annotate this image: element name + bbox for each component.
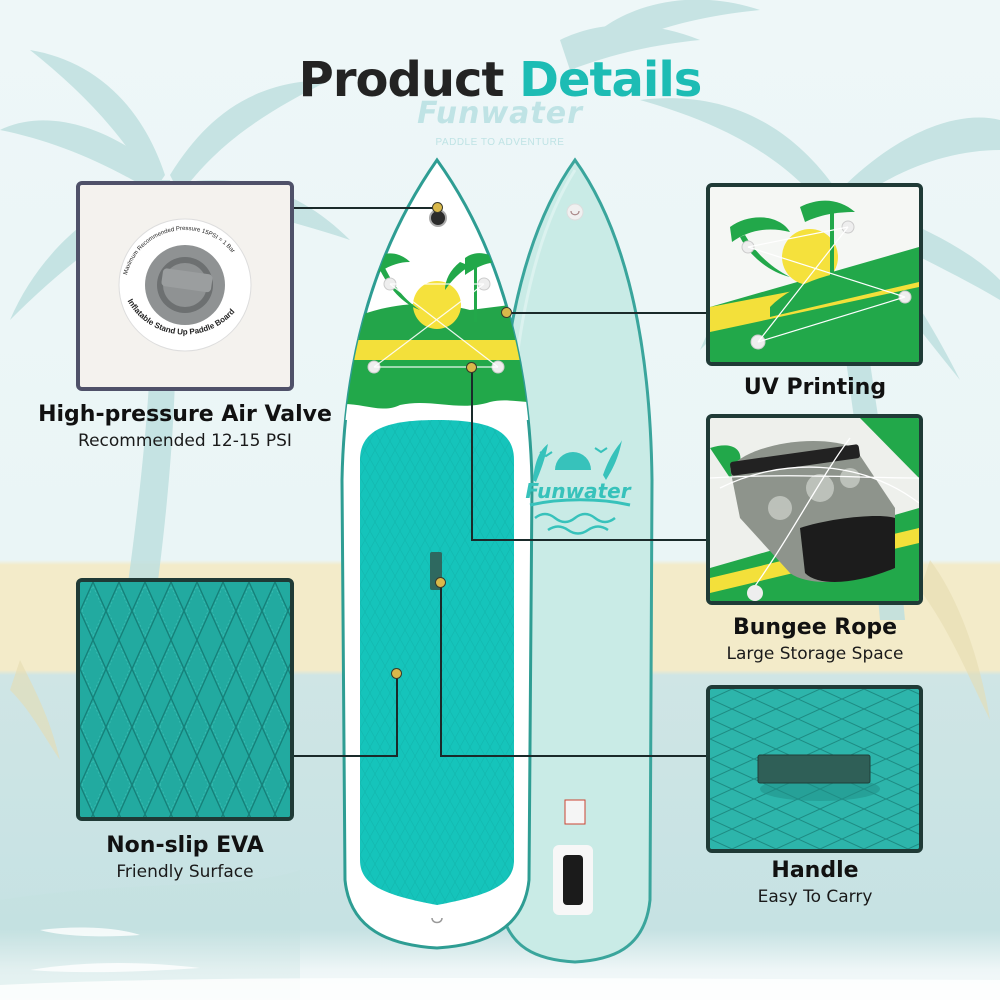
connector-bungee-v <box>471 367 473 540</box>
connector-handle-v <box>440 582 442 757</box>
title-part-2: Details <box>519 52 702 108</box>
pin-eva <box>391 668 402 679</box>
board-back <box>496 157 654 964</box>
pin-uv <box>501 307 512 318</box>
label-non-slip-eva: Non-slip EVA Friendly Surface <box>40 833 330 882</box>
card-uv-printing <box>706 183 923 366</box>
feature-title: Non-slip EVA <box>106 833 264 858</box>
connector-valve <box>293 207 437 209</box>
brand-tagline: PADDLE TO ADVENTURE <box>435 137 565 148</box>
brand-watermark: Funwater PADDLE TO ADVENTURE <box>400 96 600 148</box>
feature-subtitle: Recommended 12-15 PSI <box>78 431 292 451</box>
feature-title: High-pressure Air Valve <box>38 402 332 427</box>
air-valve-icon: Maximum Recommended Pressure 15PSI = 1 B… <box>118 218 252 352</box>
board-back-logo: Funwater <box>525 479 631 503</box>
card-non-slip-eva <box>76 578 294 821</box>
connector-eva-v <box>396 673 398 756</box>
feature-title: Bungee Rope <box>732 615 898 640</box>
connector-uv <box>507 312 707 314</box>
connector-bungee-h <box>471 539 707 541</box>
pin-bungee <box>466 362 477 373</box>
label-handle: Handle Easy To Carry <box>700 858 930 907</box>
feature-title: Handle <box>771 858 859 883</box>
card-bungee-rope <box>706 414 923 605</box>
uv-print-image <box>710 200 919 362</box>
title-part-1: Product <box>298 52 505 108</box>
label-air-valve: High-pressure Air Valve Recommended 12-1… <box>20 402 350 451</box>
pin-handle <box>435 577 446 588</box>
feature-title: UV Printing <box>743 375 887 400</box>
brand-logo: Funwater <box>417 96 583 131</box>
card-air-valve: Maximum Recommended Pressure 15PSI = 1 B… <box>76 181 294 391</box>
feature-subtitle: Friendly Surface <box>116 862 254 882</box>
feature-subtitle: Easy To Carry <box>757 887 873 907</box>
card-handle <box>706 685 923 853</box>
connector-handle-h <box>440 755 707 757</box>
connector-eva-h <box>293 755 398 757</box>
handle-image <box>710 689 919 849</box>
page-title: Product Details <box>0 52 1000 108</box>
label-bungee-rope: Bungee Rope Large Storage Space <box>700 615 930 664</box>
eva-texture-image <box>80 582 290 817</box>
pin-valve <box>432 202 443 213</box>
label-uv-printing: UV Printing <box>700 375 930 400</box>
bungee-bag-image <box>710 418 919 601</box>
feature-subtitle: Large Storage Space <box>726 644 904 664</box>
